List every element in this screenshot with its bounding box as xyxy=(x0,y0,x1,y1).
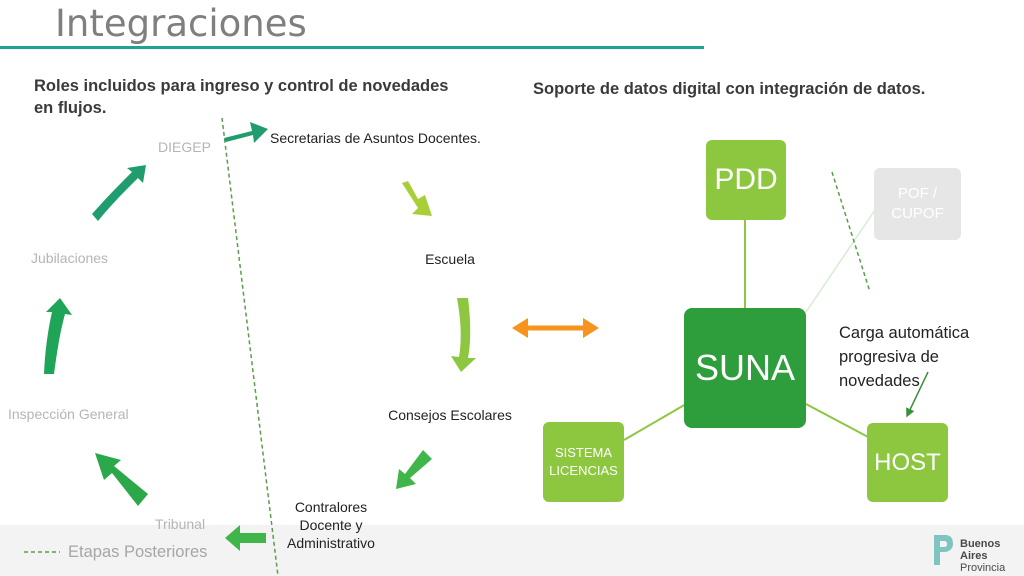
system-pdd: PDD xyxy=(706,140,786,220)
left-heading: Roles incluidos para ingreso y control d… xyxy=(34,77,449,117)
connector-suna-pof xyxy=(805,209,876,313)
right-heading: Soporte de datos digital con integración… xyxy=(533,80,926,98)
arrow-to-escuela xyxy=(402,181,432,216)
logo-line-1: Buenos Aires xyxy=(960,538,1001,562)
connector-suna-licencias xyxy=(623,403,687,441)
page-title: Integraciones xyxy=(55,2,307,45)
escuela-suna-double-arrow xyxy=(512,318,599,338)
footer-strip xyxy=(0,525,1024,576)
logo-line-2: Provincia xyxy=(960,562,1006,574)
divider-dashed-line xyxy=(221,117,279,576)
arrow-to-consejos xyxy=(451,298,476,372)
system-licencias: SISTEMA LICENCIAS xyxy=(543,422,624,502)
arrow-to-jubilaciones xyxy=(44,298,72,374)
node-tribunal: Tribunal xyxy=(155,516,206,532)
node-secretarias: Secretarias de Asuntos Docentes. xyxy=(270,130,481,146)
note-arrow xyxy=(906,371,929,418)
connector-suna-host xyxy=(805,403,871,439)
arrow-to-contralores xyxy=(396,450,432,489)
node-escuela: Escuela xyxy=(425,251,475,267)
pof-dashed-line xyxy=(831,171,871,293)
system-suna: SUNA xyxy=(684,308,806,428)
system-host: HOST xyxy=(867,423,948,502)
system-pof-cupof: POF / CUPOF xyxy=(874,168,961,240)
note-carga-automatica: Carga automática progresiva de novedades xyxy=(839,324,970,390)
arrow-to-diegep xyxy=(92,165,146,221)
node-consejos: Consejos Escolares xyxy=(388,407,512,423)
provincia-logo-icon xyxy=(934,535,953,565)
node-jubilaciones: Jubilaciones xyxy=(31,250,109,266)
node-inspeccion: Inspección General xyxy=(8,406,129,422)
arrow-to-tribunal xyxy=(225,525,266,551)
title-underline xyxy=(0,46,704,49)
legend-label: Etapas Posteriores xyxy=(68,543,208,561)
node-diegep: DIEGEP xyxy=(158,139,211,155)
provincia-logo-text: Buenos Aires Provincia xyxy=(960,538,1024,574)
arrow-to-inspeccion xyxy=(95,453,148,506)
arrow-to-secretarias xyxy=(224,122,268,143)
node-contralores: Contralores Docente y Administrativo xyxy=(287,499,375,551)
